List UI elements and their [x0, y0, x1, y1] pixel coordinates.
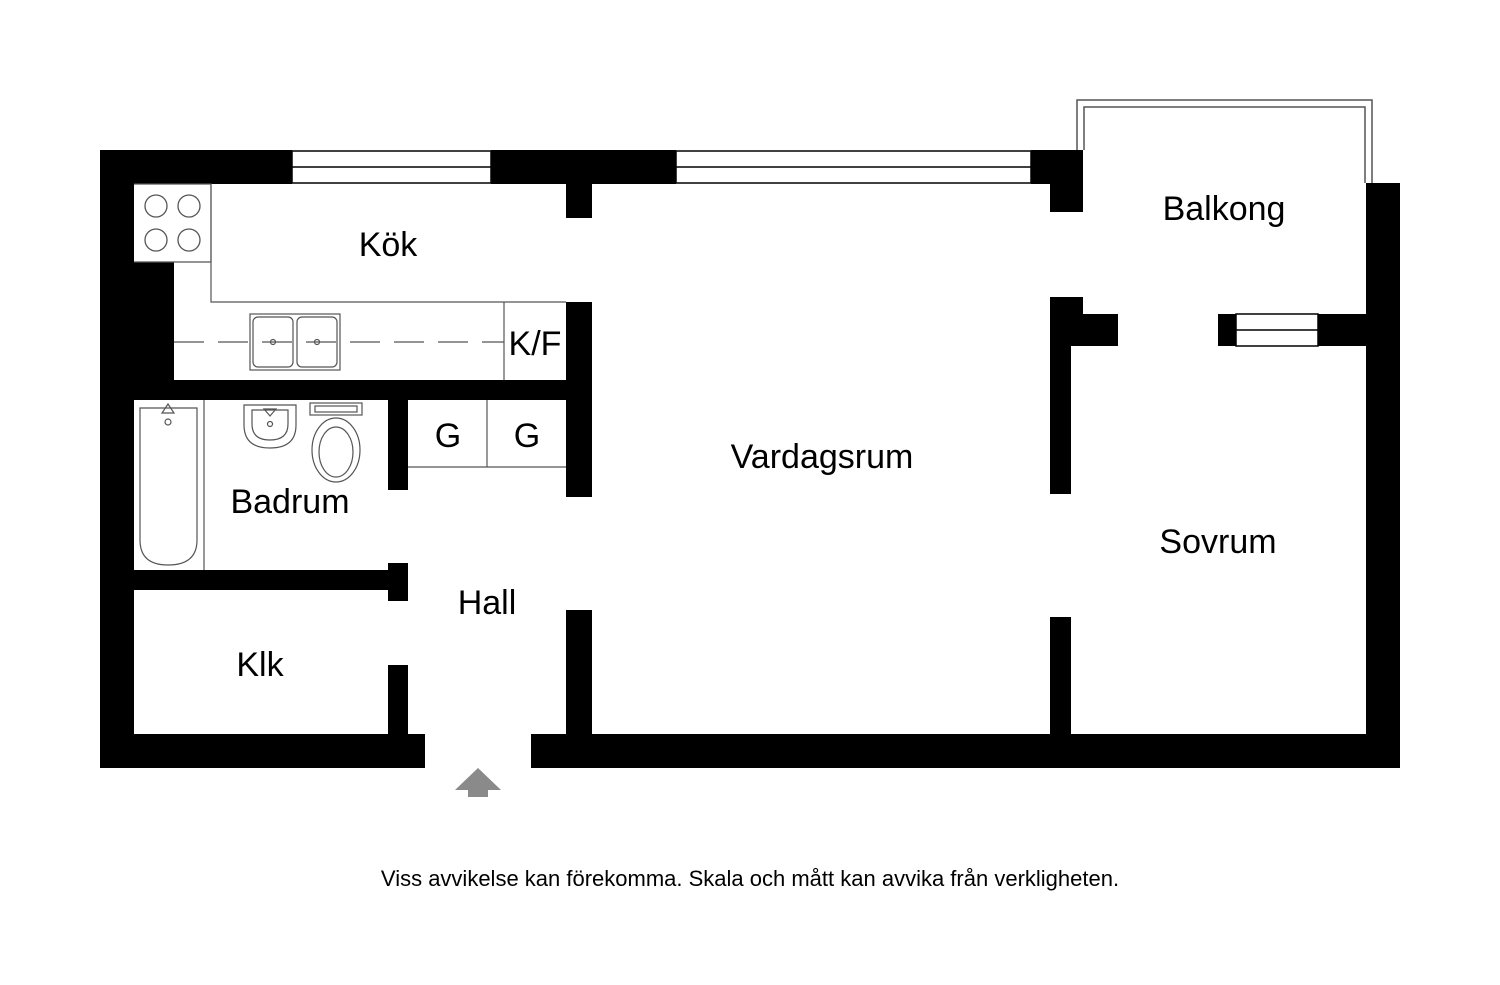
stove-icon	[144, 194, 201, 252]
room-label-kok: Kök	[359, 226, 419, 264]
disclaimer-text: Viss avvikelse kan förekomma. Skala och …	[380, 866, 1120, 891]
wardrobe-label-1: G	[435, 417, 461, 455]
kitchen-sink-icon	[249, 313, 341, 371]
balcony-railing	[1076, 99, 1373, 183]
interior-walls	[134, 184, 1400, 735]
fridge-freezer-label: K/F	[509, 325, 562, 363]
room-label-hall: Hall	[458, 584, 517, 622]
wardrobes	[408, 400, 566, 468]
entrance-arrow-icon	[455, 768, 501, 797]
washbasin-icon	[243, 404, 297, 449]
toilet-icon	[309, 402, 363, 483]
room-label-sovrum: Sovrum	[1159, 523, 1276, 561]
kitchen-fixtures	[134, 183, 566, 380]
outer-walls	[100, 150, 1400, 768]
windows	[291, 150, 1319, 347]
room-label-balkong: Balkong	[1163, 190, 1286, 228]
room-label-vardagsrum: Vardagsrum	[731, 438, 914, 476]
wardrobe-label-2: G	[514, 417, 540, 455]
room-label-badrum: Badrum	[230, 483, 349, 521]
bathtub-icon	[139, 400, 205, 570]
room-label-klk: Klk	[236, 646, 284, 684]
